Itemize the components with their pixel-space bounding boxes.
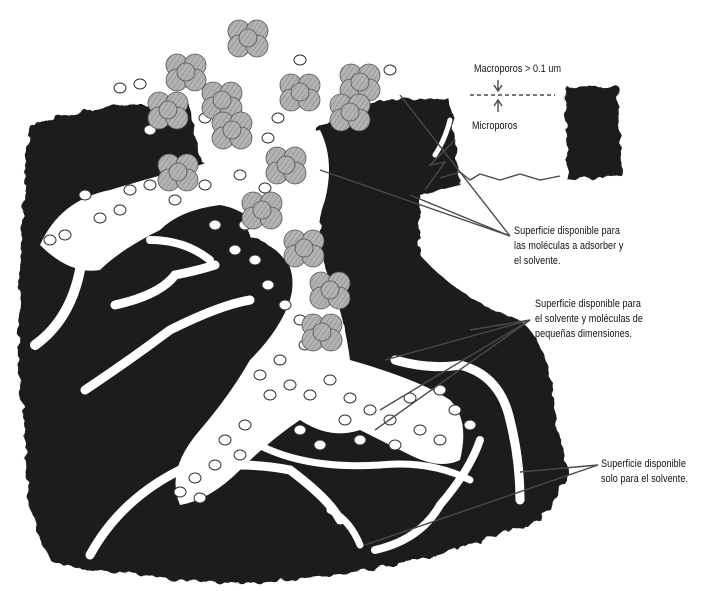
sup-adsorber-line3: el solvente. (514, 254, 561, 268)
solid-fragment (565, 86, 622, 180)
pore-circle (144, 180, 156, 190)
molecule (228, 20, 268, 57)
pore-circle (339, 415, 351, 425)
pore-circle (254, 370, 266, 380)
pore-circle (304, 390, 316, 400)
pore-circle (354, 435, 366, 445)
sup-adsorber-line1: Superficie disponible para (514, 224, 620, 238)
pore-circle (229, 245, 241, 255)
molecule (158, 154, 198, 191)
sup-pequenas-line2: el solvente y moléculas de (535, 312, 643, 326)
pore-circle (464, 420, 476, 430)
pore-circle (384, 65, 396, 75)
molecule (310, 272, 350, 309)
pore-circle (44, 235, 56, 245)
pore-circle (124, 185, 136, 195)
microporos-label: Microporos (472, 119, 517, 133)
pore-circle (272, 113, 284, 123)
pore-circle (249, 255, 261, 265)
pore-circle (324, 375, 336, 385)
arrow-adsorber-2 (410, 195, 510, 236)
pore-circle (274, 355, 286, 365)
molecule (302, 314, 342, 351)
pore-circle (114, 83, 126, 93)
pore-circle (169, 195, 181, 205)
pore-circle (194, 493, 206, 503)
pore-circle (79, 190, 91, 200)
sup-solvente-line2: solo para el solvente. (601, 472, 688, 486)
pore-circle (219, 435, 231, 445)
molecule (330, 94, 370, 131)
sup-pequenas-line3: pequeñas dimensiones. (535, 327, 632, 341)
pore-circle (389, 440, 401, 450)
molecule (212, 112, 252, 149)
macroporos-label: Macroporos > 0.1 um (474, 62, 561, 76)
pore-circle (284, 380, 296, 390)
pore-circle (94, 213, 106, 223)
sup-adsorber-line2: las moléculas a adsorber y (514, 239, 623, 253)
sup-pequenas-line1: Superficie disponible para (535, 297, 641, 311)
pore-circle (199, 180, 211, 190)
pore-circle (294, 55, 306, 65)
pore-circle (364, 405, 376, 415)
pore-circle (174, 487, 186, 497)
pore-circle (209, 460, 221, 470)
molecule (284, 230, 324, 267)
pore-circle (314, 440, 326, 450)
pore-circle (344, 393, 356, 403)
pore-circle (279, 300, 291, 310)
pore-circle (234, 450, 246, 460)
pore-circle (259, 183, 271, 193)
pore-circle (189, 473, 201, 483)
pore-circle (414, 425, 426, 435)
pore-circle (262, 133, 274, 143)
molecule (280, 74, 320, 111)
molecule (266, 147, 306, 184)
pore-circle (114, 205, 126, 215)
pore-circle (134, 79, 146, 89)
pore-circle (234, 170, 246, 180)
molecule (242, 192, 282, 229)
pore-circle (59, 230, 71, 240)
sup-solvente-line1: Superficie disponible (601, 457, 686, 471)
pore-circle (449, 405, 461, 415)
pore-circle (262, 280, 274, 290)
pore-circle (294, 425, 306, 435)
pore-circle (209, 220, 221, 230)
pore-circle (434, 435, 446, 445)
molecule (166, 54, 206, 91)
pore-circle (264, 390, 276, 400)
pore-circle (239, 420, 251, 430)
molecule (148, 92, 188, 129)
